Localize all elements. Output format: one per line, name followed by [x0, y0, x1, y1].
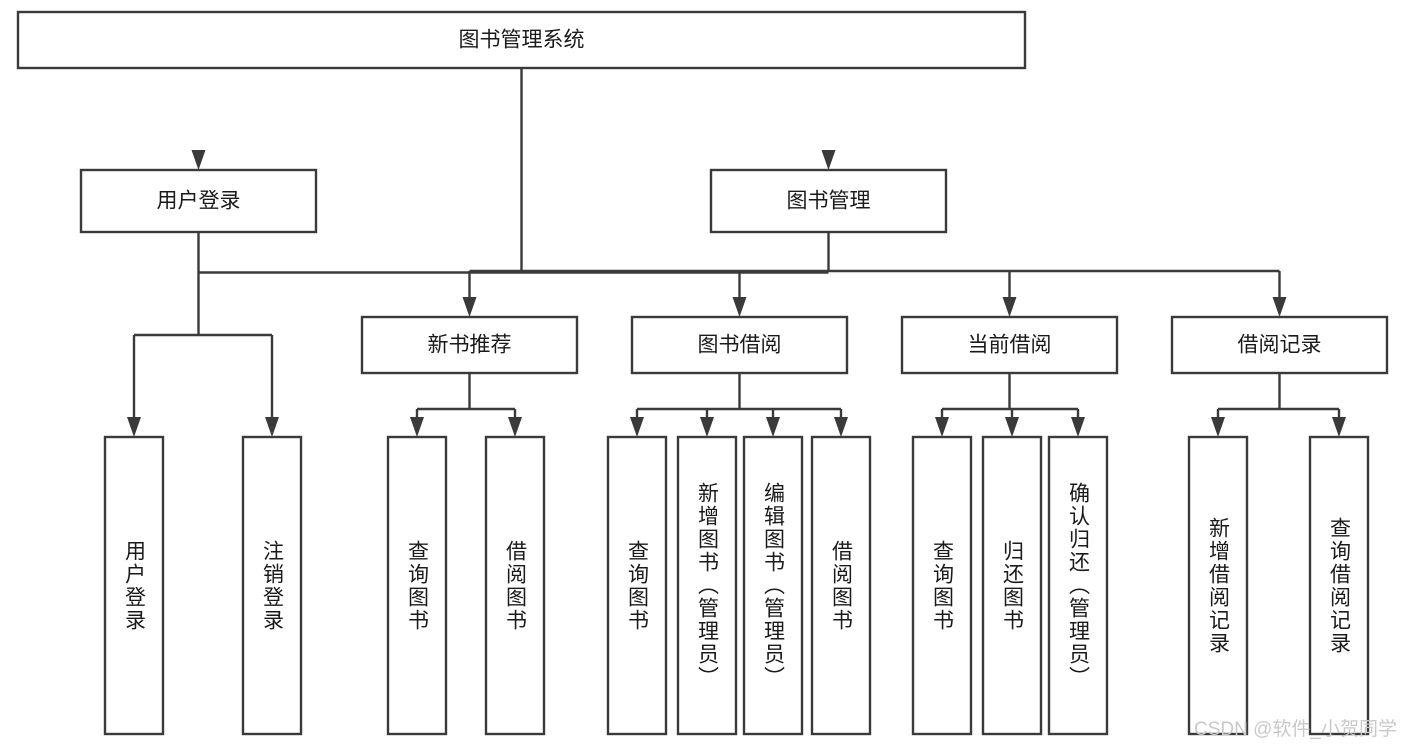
arrowhead-book-borrow [732, 297, 747, 317]
node-box-leaf-query-book-3[interactable] [911, 435, 973, 736]
node-boxes [16, 10, 1389, 736]
node-box-leaf-add-record[interactable] [1187, 435, 1249, 736]
node-label-book-management: 图书管理 [787, 190, 871, 213]
arrowhead-leaf-query-book-3 [935, 417, 949, 437]
arrowhead-leaf-borrow-book-2 [834, 417, 848, 437]
arrowhead-leaf-borrow-book-1 [508, 417, 522, 437]
node-box-user-login[interactable] [79, 168, 318, 234]
node-label-new-book-recommend: 新书推荐 [428, 334, 512, 357]
arrowhead-borrow-record [1272, 297, 1287, 317]
watermark-text: CSDN @软件_小贺同学 [1194, 719, 1397, 740]
arrowhead-leaf-add-book [700, 417, 714, 437]
node-label-user-login: 用户登录 [157, 190, 241, 213]
node-box-leaf-query-book-1[interactable] [386, 435, 448, 736]
node-box-book-borrow[interactable] [630, 315, 849, 375]
arrowhead-leaf-logout-login [265, 417, 279, 437]
node-label-current-borrow: 当前借阅 [968, 334, 1052, 357]
arrowhead-book-management [821, 150, 836, 170]
node-box-current-borrow[interactable] [900, 315, 1119, 375]
node-box-borrow-record[interactable] [1170, 315, 1389, 375]
node-box-leaf-edit-book[interactable] [742, 435, 804, 736]
arrowhead-leaf-confirm-return [1071, 417, 1085, 437]
arrowhead-leaf-query-book-1 [410, 417, 424, 437]
node-box-leaf-add-book[interactable] [676, 435, 738, 736]
arrowhead-leaf-user-login [127, 417, 141, 437]
arrowhead-leaf-add-record [1211, 417, 1225, 437]
node-label-book-borrow: 图书借阅 [698, 334, 782, 357]
node-box-root[interactable] [16, 10, 1027, 70]
node-box-leaf-query-book-2[interactable] [606, 435, 668, 736]
arrowhead-user-login [191, 150, 206, 170]
node-box-book-management[interactable] [709, 168, 948, 234]
node-box-leaf-query-record[interactable] [1308, 435, 1370, 736]
node-box-new-book-recommend[interactable] [360, 315, 579, 375]
node-box-leaf-return-book[interactable] [981, 435, 1043, 736]
node-box-leaf-logout-login[interactable] [241, 435, 303, 736]
arrowhead-new-book-recommend [462, 297, 477, 317]
node-box-leaf-user-login[interactable] [103, 435, 165, 736]
arrowhead-leaf-edit-book [766, 417, 780, 437]
node-label-root: 图书管理系统 [459, 29, 585, 52]
node-box-leaf-confirm-return[interactable] [1047, 435, 1109, 736]
arrowhead-current-borrow [1002, 297, 1017, 317]
node-box-leaf-borrow-book-1[interactable] [484, 435, 546, 736]
node-box-leaf-borrow-book-2[interactable] [810, 435, 872, 736]
arrowhead-leaf-return-book [1005, 417, 1019, 437]
connector-lines [127, 68, 1346, 437]
node-label-borrow-record: 借阅记录 [1238, 334, 1322, 357]
arrowhead-leaf-query-book-2 [630, 417, 644, 437]
arrowhead-leaf-query-record [1332, 417, 1346, 437]
